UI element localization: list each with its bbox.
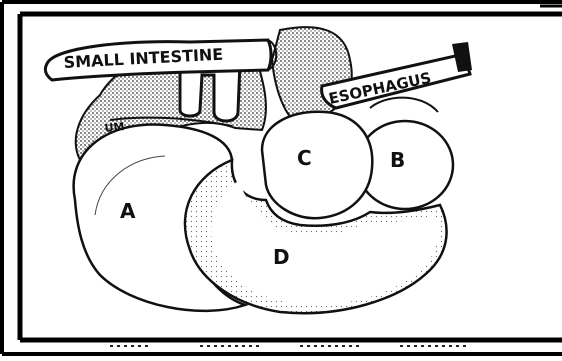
esophagus-banner-end [452, 42, 472, 72]
organ-a-inner-line [94, 155, 166, 216]
label-b: B [390, 148, 405, 172]
small-intestine-banner-curl [267, 39, 278, 71]
label-d: D [273, 245, 290, 269]
label-c: C [297, 146, 312, 170]
label-a: A [120, 199, 136, 223]
organ-a-upper-edge [109, 116, 233, 127]
organ-d [211, 180, 439, 305]
small-intestine-tube [178, 58, 242, 123]
organ-c [260, 110, 374, 220]
organ-b-upper-edge [369, 96, 439, 113]
partial-label: UM [104, 120, 125, 135]
inner-frame [17, 11, 562, 343]
